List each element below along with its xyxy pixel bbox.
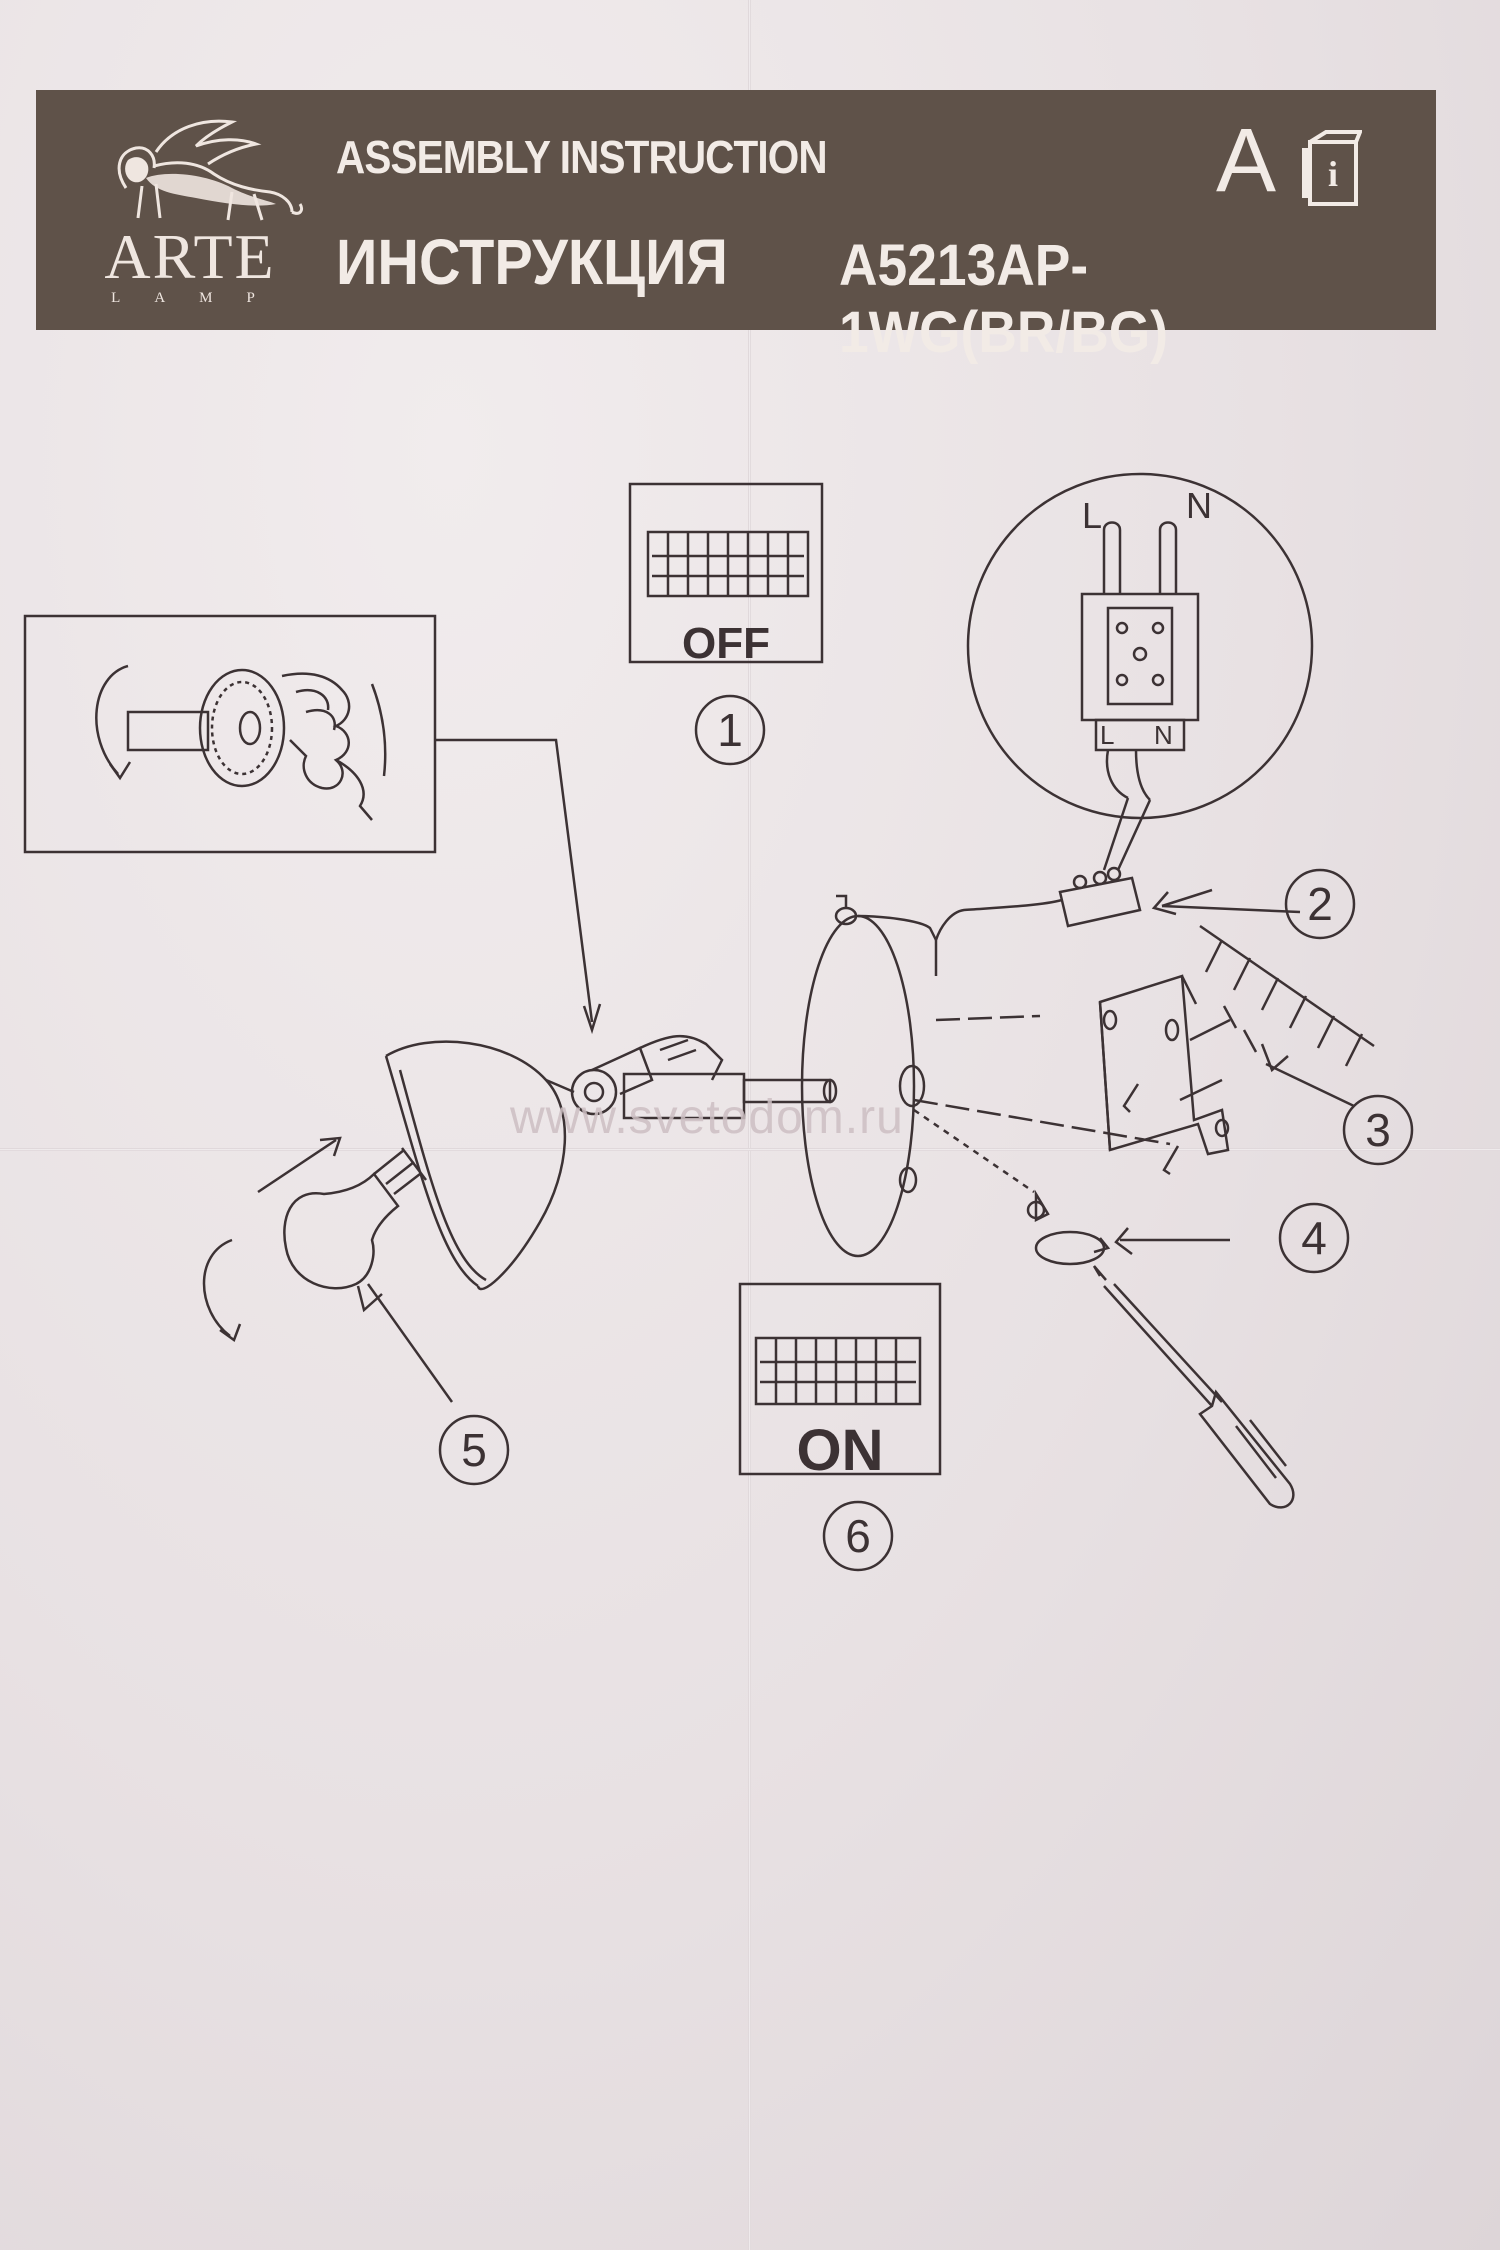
paper-fold-vertical: [748, 0, 751, 2250]
step-3-circle: [1342, 1094, 1414, 1166]
breaker-on-panel: [738, 1282, 942, 1476]
step-5-number: 5: [461, 1424, 487, 1476]
wire-label-top-n: N: [1186, 485, 1212, 526]
manual-info-icon: i: [1302, 130, 1362, 206]
step-1-number: 1: [717, 704, 743, 756]
wall-canopy: [800, 894, 938, 1258]
off-label: OFF: [682, 619, 770, 668]
wire-label-bottom-l: L: [1100, 720, 1114, 750]
knob-inset: [23, 614, 437, 854]
title-english: ASSEMBLY INSTRUCTION: [336, 131, 828, 183]
brand-name: ARTE: [104, 221, 276, 292]
step-2-circle: [1284, 868, 1356, 940]
step-4-circle: [1278, 1202, 1350, 1274]
wire-label-top-l: L: [1082, 495, 1102, 536]
brand-subtitle: LAMP: [111, 290, 289, 306]
screw-and-ring: [913, 1108, 1230, 1266]
griffin-logo: [117, 119, 304, 221]
terminal-block: [934, 866, 1142, 976]
grade-letter: A: [1216, 111, 1277, 211]
wiring-detail-circle: [966, 472, 1314, 871]
lamp-shade: [384, 1040, 575, 1291]
wire-label-bottom-n: N: [1154, 720, 1173, 750]
step-3-number: 3: [1365, 1104, 1391, 1156]
step-6-circle: [822, 1500, 894, 1572]
light-bulb: [283, 1147, 427, 1290]
step-2-number: 2: [1307, 878, 1333, 930]
breaker-off-panel: [628, 482, 824, 664]
lamp-arm: [570, 1034, 838, 1120]
watermark: www.svetodom.ru: [510, 1091, 904, 1144]
on-label: ON: [797, 1418, 884, 1483]
assembly-diagram: OFF ON 1 2 3 4 5 6 L N L N: [23, 472, 1414, 1572]
paper-fold-horizontal: [0, 1148, 1500, 1151]
step-6-number: 6: [845, 1510, 871, 1562]
title-russian: ИНСТРУКЦИЯ: [336, 226, 728, 298]
header-banner: ARTE LAMP ASSEMBLY INSTRUCTION ИНСТРУКЦИ…: [36, 90, 1436, 365]
step-4-number: 4: [1301, 1212, 1327, 1264]
model-number: A5213AP-1WG(BR/BG): [839, 233, 1169, 365]
screwdriver: [1092, 1265, 1295, 1509]
mounting-bracket: [1098, 974, 1258, 1176]
step-1-circle: [694, 694, 766, 766]
step-5-circle: [438, 1414, 510, 1486]
svg-text:i: i: [1328, 154, 1338, 194]
rotate-arrow-icon: [95, 664, 129, 775]
